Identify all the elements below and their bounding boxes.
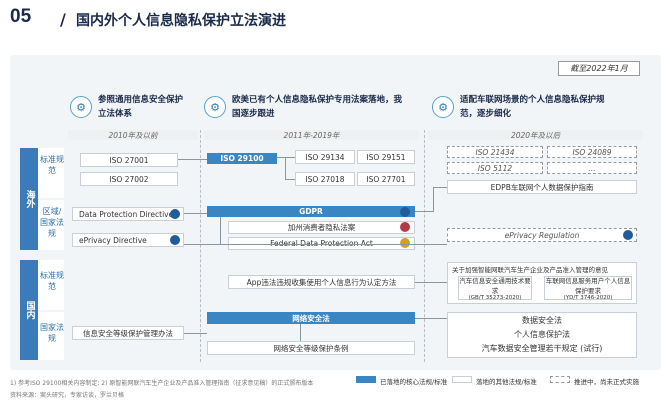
domestic-law-label: 国家法规 bbox=[40, 323, 64, 343]
overseas-standards-label: 标准规范 bbox=[40, 155, 64, 175]
region-domestic-label: 国内 bbox=[24, 301, 35, 319]
connector bbox=[184, 244, 447, 245]
connector bbox=[184, 213, 207, 214]
auto-req-code: (GB/T 35273-2020) bbox=[468, 295, 522, 301]
gdpr-box: GDPR bbox=[207, 206, 415, 217]
iso29151-box: ISO 29151 bbox=[357, 150, 415, 164]
mlps-box: 信息安全等级保护管理办法 bbox=[72, 326, 184, 340]
flag-us-icon bbox=[400, 222, 410, 232]
iso27001-box: ISO 27001 bbox=[80, 153, 178, 167]
legend-core-swatch bbox=[356, 376, 376, 383]
sub-bg bbox=[38, 312, 64, 360]
iso27701-box: ISO 27701 bbox=[357, 172, 415, 186]
col1-heading: 参照通用信息安全保护立法体系 bbox=[98, 95, 184, 119]
guide-title: 关于加强智能网联汽车生产企业及产品准入管理的意见 bbox=[452, 266, 608, 274]
iso21434-box: ISO 21434 bbox=[447, 146, 543, 158]
v2x-req-label: 车联网信息服务用户个人信息保护要求 bbox=[545, 277, 631, 295]
car-icon: ⚙ bbox=[432, 96, 454, 118]
v2x-req-code: (YD/T 3746-2020) bbox=[563, 295, 613, 301]
period-1: 2010年及以前 bbox=[68, 130, 198, 140]
mlps-reg-box: 网络安全等级保护条例 bbox=[207, 341, 415, 355]
flag-eu-icon bbox=[623, 230, 633, 240]
settings-icon: ⚙ bbox=[204, 96, 226, 118]
connector bbox=[285, 179, 295, 180]
connector bbox=[220, 217, 221, 245]
pipl-text: 个人信息保护法 bbox=[514, 330, 570, 339]
connector bbox=[415, 282, 447, 283]
cyber-law-box: 网络安全法 bbox=[207, 312, 415, 324]
iso27002-box: ISO 27002 bbox=[80, 172, 178, 186]
legend-pending-swatch bbox=[550, 376, 570, 383]
auto-req-label: 汽车信息安全通用技术要求 bbox=[459, 277, 531, 295]
app-method-box: App违法违规收集使用个人信息行为认定方法 bbox=[228, 275, 415, 289]
fdpa-box: Federal Data Protection Act bbox=[228, 237, 415, 250]
sub-bg bbox=[38, 148, 64, 198]
date-badge: 截至2022年1月 bbox=[558, 61, 640, 76]
connector bbox=[178, 159, 207, 160]
legend-core-label: 已落地的核心法规/标准 bbox=[380, 378, 448, 386]
footnote-1: 1) 参考ISO 29100相关内容制定; 2) 原智能网联汽车生产企业及产品准… bbox=[10, 380, 314, 387]
legend-other-label: 落地的其他法规/标准 bbox=[476, 378, 537, 386]
ccpa-box: 加州消费者隐私法案 bbox=[228, 221, 415, 234]
divider-2 bbox=[424, 130, 425, 362]
col2-heading: 欧美已有个人信息隐私保护专用法案落地，我国逐步跟进 bbox=[232, 95, 403, 119]
connector bbox=[277, 157, 295, 158]
iso29100-box: ISO 29100 bbox=[207, 153, 277, 164]
sub-bg bbox=[38, 260, 64, 310]
divider-1 bbox=[200, 130, 201, 362]
connector bbox=[300, 324, 301, 341]
region-overseas: 海外 bbox=[20, 148, 38, 250]
flag-eu-icon bbox=[400, 207, 410, 217]
eprivacy-reg-box: ePrivacy Regulation bbox=[447, 228, 637, 242]
iso27018-box: ISO 27018 bbox=[295, 172, 355, 186]
flag-eu-icon bbox=[170, 235, 180, 245]
connector bbox=[285, 157, 286, 179]
connector bbox=[415, 211, 433, 212]
period-2: 2011年-2019年 bbox=[204, 130, 419, 140]
network-icon: ⚙ bbox=[70, 96, 92, 118]
domestic-law-group bbox=[447, 312, 637, 358]
section-number: 05 bbox=[10, 6, 32, 27]
region-domestic: 国内 bbox=[20, 260, 38, 360]
legend-other-swatch bbox=[452, 376, 472, 383]
connector bbox=[433, 187, 447, 188]
eprivacy-directive-box: ePrivacy Directive bbox=[72, 233, 184, 247]
edpb-box: EDPB车联网个人数据保护指南 bbox=[447, 180, 637, 194]
auto-req-box: 汽车信息安全通用技术要求(GB/T 35273-2020) bbox=[458, 276, 532, 301]
title-slash: / bbox=[60, 10, 66, 29]
iso29134-box: ISO 29134 bbox=[295, 150, 355, 164]
sub-bg bbox=[38, 200, 64, 250]
overseas-law-label: 区域/国家法规 bbox=[40, 207, 64, 238]
flag-de-icon bbox=[400, 238, 410, 248]
domestic-standards-label: 标准规范 bbox=[40, 271, 64, 291]
legend-pending-label: 推进中，尚未正式实施 bbox=[574, 378, 639, 386]
auto-data-text: 汽车数据安全管理若干规定 (试行) bbox=[481, 344, 603, 353]
footnote-source: 资料来源：案头研究，专家访谈，罗兰贝格 bbox=[10, 392, 125, 399]
period-3: 2020年及以后 bbox=[428, 130, 643, 140]
ellipsis-box: ... bbox=[547, 162, 637, 174]
connector bbox=[433, 187, 434, 212]
flag-eu-icon bbox=[170, 209, 180, 219]
dpd-box: Data Protection Directive bbox=[72, 207, 184, 221]
connector bbox=[184, 333, 207, 334]
dsl-text: 数据安全法 bbox=[522, 316, 562, 325]
page-title: 国内外个人信息隐私保护立法演进 bbox=[76, 13, 286, 29]
region-overseas-label: 海外 bbox=[24, 190, 35, 208]
col3-heading: 适配车联网场景的个人信息隐私保护规范，逐步细化 bbox=[460, 95, 605, 119]
iso24089-box: ISO 24089 bbox=[547, 146, 637, 158]
v2x-req-box: 车联网信息服务用户个人信息保护要求(YD/T 3746-2020) bbox=[544, 276, 632, 301]
connector bbox=[415, 318, 447, 319]
iso5112-box: ISO 5112 bbox=[447, 162, 543, 174]
